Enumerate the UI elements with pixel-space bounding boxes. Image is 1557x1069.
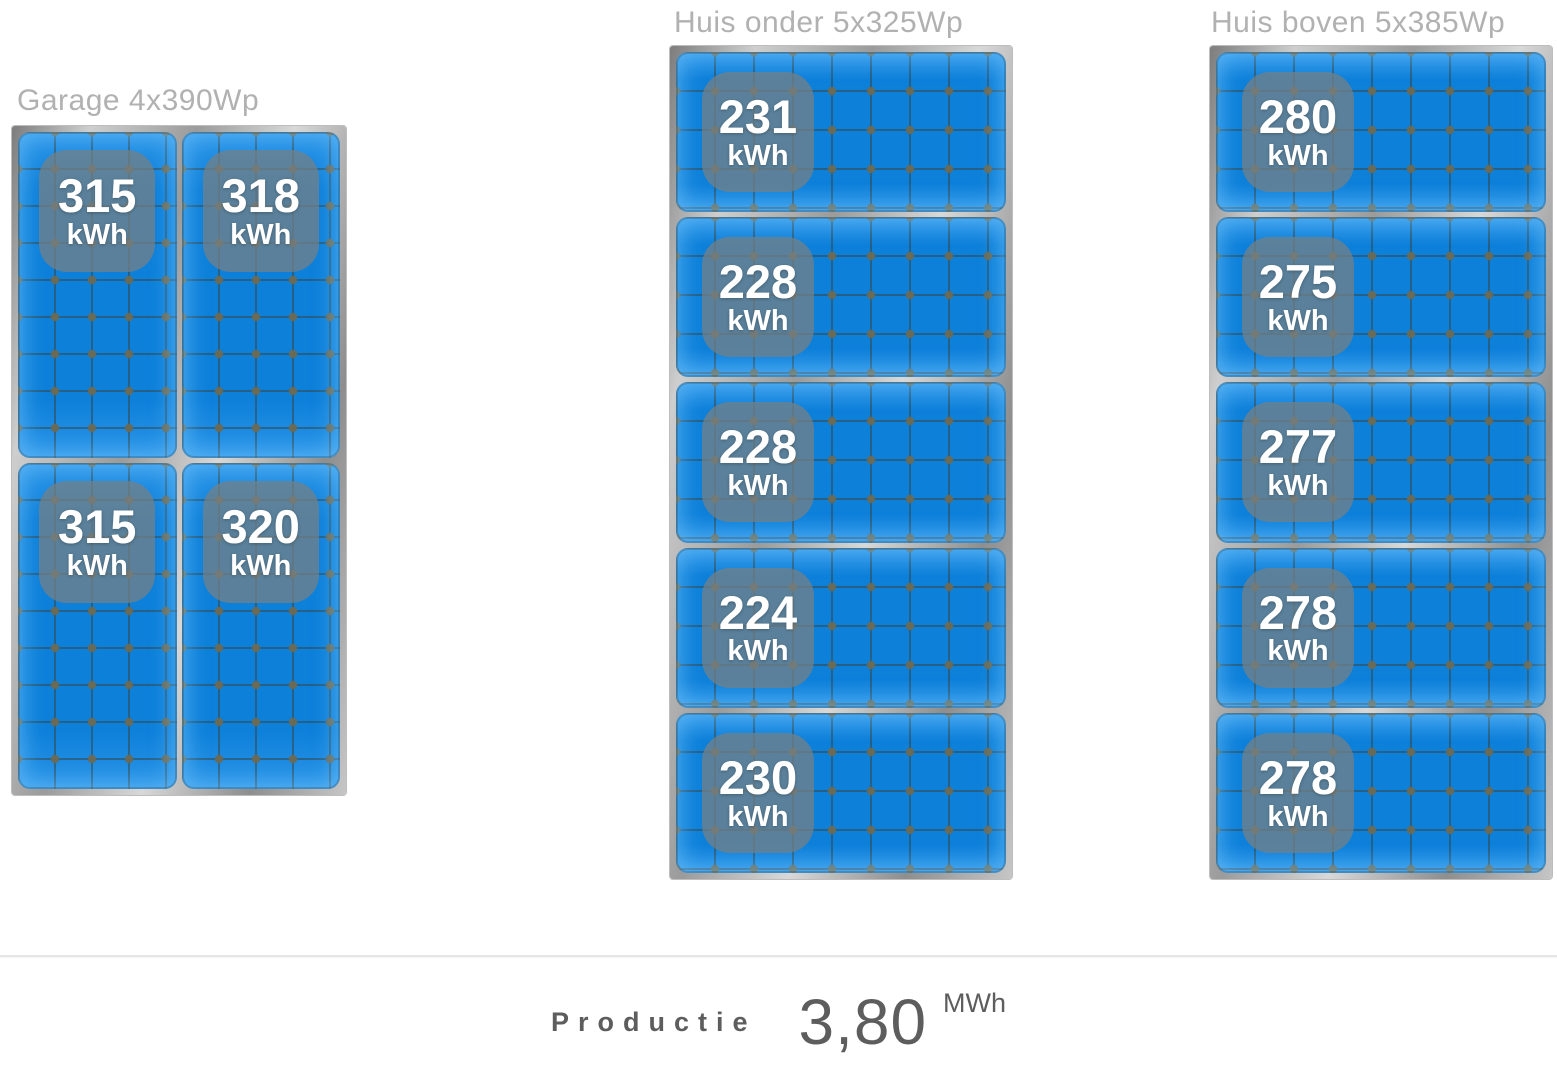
panel-energy-badge: 280 kWh (1242, 72, 1354, 193)
group-title-huis-onder: Huis onder 5x325Wp (674, 6, 964, 39)
solar-panel[interactable]: 275 kWh (1216, 217, 1546, 378)
solar-panel[interactable]: 228 kWh (676, 382, 1006, 543)
solar-panel[interactable]: 230 kWh (676, 712, 1006, 873)
panel-energy-value: 280 (1258, 89, 1338, 143)
production-label: Productie (550, 1006, 757, 1037)
panel-energy-badge: 230 kWh (702, 732, 814, 853)
panel-energy-badge: 231 kWh (702, 72, 814, 193)
group-title-huis-boven: Huis boven 5x385Wp (1211, 6, 1506, 39)
panel-energy-value: 277 (1258, 420, 1338, 474)
panel-energy-value: 318 (221, 168, 300, 222)
panel-energy-unit: kWh (727, 800, 789, 833)
panel-energy-unit: kWh (1267, 470, 1329, 503)
panel-energy-unit: kWh (66, 218, 128, 251)
panel-array-huis-onder: 231 kWh 228 kWh 228 kWh 224 kWh 230 (670, 46, 1012, 879)
panel-energy-badge: 278 kWh (1242, 732, 1354, 853)
panel-energy-value: 230 (718, 750, 798, 804)
solar-panel[interactable]: 318 kWh (181, 132, 340, 458)
panel-energy-unit: kWh (1267, 635, 1329, 668)
panel-energy-value: 224 (718, 585, 798, 639)
solar-panel[interactable]: 320 kWh (181, 463, 340, 789)
production-value: 3,80 (798, 986, 928, 1058)
panel-energy-unit: kWh (727, 139, 789, 172)
panel-energy-badge: 318 kWh (202, 150, 319, 272)
solar-panel[interactable]: 231 kWh (676, 52, 1006, 213)
group-title-garage: Garage 4x390Wp (17, 84, 260, 117)
panel-energy-value: 228 (718, 255, 798, 309)
panel-energy-badge: 320 kWh (202, 481, 319, 603)
panel-energy-value: 278 (1258, 750, 1338, 804)
panel-energy-value: 278 (1258, 585, 1338, 639)
production-summary: Productie 3,80 MWh (0, 982, 1557, 1062)
panel-energy-unit: kWh (727, 635, 789, 668)
panel-array-garage: 315 kWh 318 kWh 315 kWh 320 kWh (12, 126, 346, 795)
panel-energy-value: 315 (58, 499, 137, 553)
panel-energy-badge: 315 kWh (39, 481, 156, 603)
panel-energy-badge: 315 kWh (39, 150, 156, 272)
solar-panel[interactable]: 277 kWh (1216, 382, 1546, 543)
panel-energy-value: 315 (58, 168, 137, 222)
solar-panel[interactable]: 278 kWh (1216, 547, 1546, 708)
panel-energy-unit: kWh (230, 218, 292, 251)
panel-energy-value: 320 (221, 499, 300, 553)
panel-energy-unit: kWh (1267, 139, 1329, 172)
panel-energy-unit: kWh (66, 549, 128, 582)
panel-energy-unit: kWh (1267, 800, 1329, 833)
panel-energy-badge: 278 kWh (1242, 567, 1354, 688)
panel-array-huis-boven: 280 kWh 275 kWh 277 kWh 278 kWh 278 (1210, 46, 1552, 879)
solar-panel[interactable]: 224 kWh (676, 547, 1006, 708)
footer-divider (0, 955, 1557, 958)
panel-energy-value: 275 (1258, 255, 1338, 309)
production-unit: MWh (943, 988, 1007, 1018)
panel-energy-badge: 228 kWh (702, 237, 814, 358)
solar-panel[interactable]: 280 kWh (1216, 52, 1546, 213)
panel-energy-badge: 228 kWh (702, 402, 814, 523)
panel-energy-unit: kWh (727, 470, 789, 503)
panel-energy-value: 231 (718, 89, 798, 143)
solar-panel[interactable]: 278 kWh (1216, 712, 1546, 873)
solar-panel[interactable]: 228 kWh (676, 217, 1006, 378)
panel-energy-badge: 224 kWh (702, 567, 814, 688)
panel-energy-badge: 275 kWh (1242, 237, 1354, 358)
solar-panel[interactable]: 315 kWh (18, 463, 177, 789)
panel-energy-badge: 277 kWh (1242, 402, 1354, 523)
solar-panel[interactable]: 315 kWh (18, 132, 177, 458)
panel-energy-unit: kWh (230, 549, 292, 582)
panel-energy-unit: kWh (1267, 305, 1329, 338)
panel-energy-unit: kWh (727, 305, 789, 338)
panel-energy-value: 228 (718, 420, 798, 474)
